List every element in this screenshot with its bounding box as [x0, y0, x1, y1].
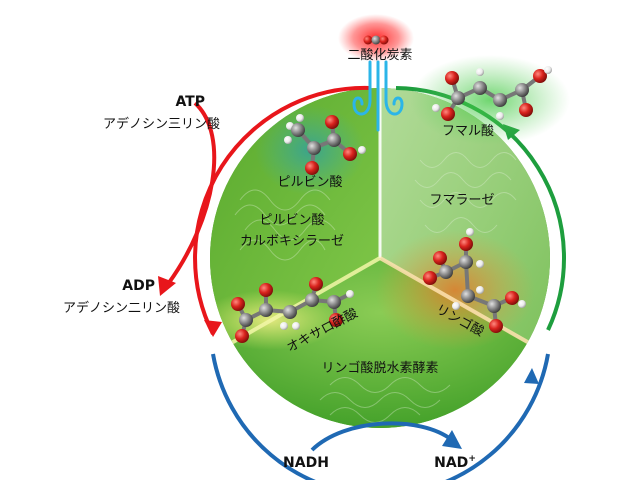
arc-red — [193, 85, 371, 335]
divider-right — [379, 256, 550, 358]
co2-label: 二酸化炭素 — [347, 48, 412, 63]
arrowhead-red-cycle — [204, 320, 222, 337]
pyruvate-carboxylase-label-line1: ピルビン酸 — [259, 213, 324, 228]
nad-symbol: NAD+ — [434, 454, 476, 471]
co2-pipe — [352, 60, 404, 132]
malate-molecule — [423, 228, 526, 333]
fumarate-molecule — [432, 66, 552, 121]
pyruvate-molecule — [284, 114, 366, 175]
atp-name: アデノシン三リン酸 — [103, 116, 220, 132]
arc-blue — [211, 353, 550, 480]
pyruvate-label: ピルビン酸 — [277, 175, 342, 190]
nadh-nad-arrow — [310, 421, 454, 452]
atp-symbol: ATP — [175, 94, 205, 110]
nadh-symbol: NADH — [283, 455, 329, 471]
malate-dehydrogenase-label: リンゴ酸脱水素酵素 — [321, 360, 438, 376]
fumarase-label: フマラーゼ — [429, 193, 494, 208]
atp-adp-arrowhead — [158, 276, 176, 296]
atp-adp-arrow — [166, 101, 217, 286]
nad-superscript: + — [468, 454, 476, 464]
co2-molecule — [363, 35, 389, 45]
arrowhead-blue-cycle — [524, 368, 539, 384]
adp-symbol: ADP — [122, 278, 155, 294]
adp-name: アデノシン二リン酸 — [63, 300, 180, 316]
pyruvate-carboxylase-label-line2: カルボキシラーゼ — [240, 234, 344, 249]
nadh-nad-arrowhead — [442, 430, 462, 449]
fumarate-label: フマル酸 — [442, 124, 494, 139]
nad-symbol-text: NAD — [434, 455, 468, 471]
oxaloacetate-molecule — [231, 277, 354, 343]
